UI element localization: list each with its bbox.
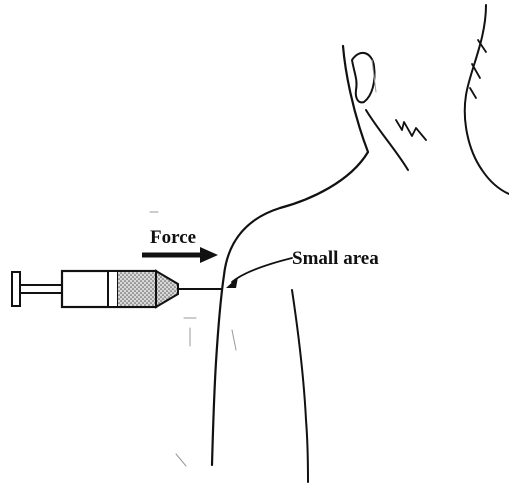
hair-strokes (396, 120, 426, 140)
plunger-seal (108, 271, 118, 307)
syringe-nozzle (156, 271, 178, 307)
plunger-thumb-rest (12, 272, 20, 306)
arm-front-outline (292, 290, 308, 482)
arrow-right-icon (142, 247, 218, 263)
force-label: Force (150, 227, 196, 248)
small-area-label: Small area (292, 248, 379, 269)
syringe-icon (12, 271, 222, 307)
second-head-outline (465, 5, 509, 194)
plunger-rod (20, 285, 62, 293)
ear-outline (352, 53, 375, 102)
neck-front-outline (366, 110, 408, 170)
small-area-pointer (226, 258, 292, 288)
patient-figure (150, 5, 509, 482)
syringe-fluid (118, 272, 156, 306)
